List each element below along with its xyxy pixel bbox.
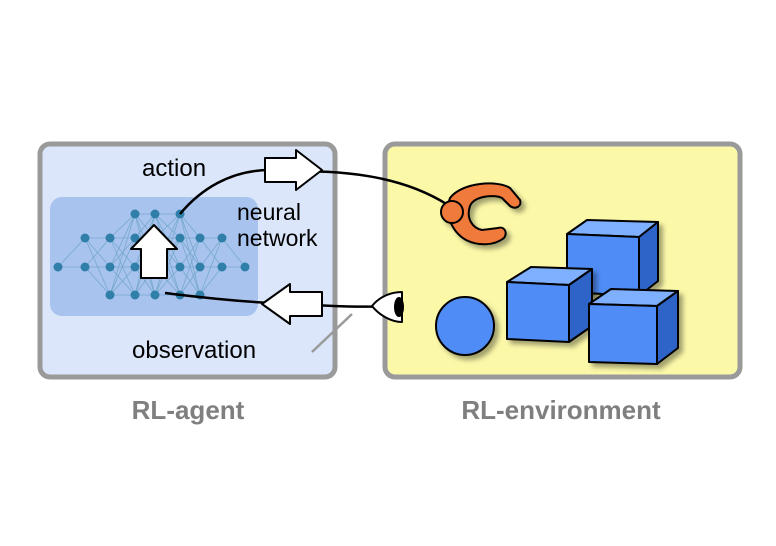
network-node (130, 209, 140, 219)
network-node (105, 233, 115, 243)
network-node (195, 262, 205, 272)
network-edge (221, 237, 246, 268)
neural-network-label-line1: neural (237, 199, 301, 225)
network-edge (109, 237, 136, 268)
network-node (150, 209, 160, 219)
eye-icon (371, 291, 404, 323)
network-node (150, 290, 160, 300)
network-node (130, 262, 140, 272)
network-edge (199, 237, 223, 268)
network-edge (179, 213, 201, 296)
network-node (175, 262, 185, 272)
network-edge (134, 213, 156, 239)
forward-pass-arrow-icon (130, 224, 178, 279)
cube-icon (588, 288, 679, 365)
network-node (175, 233, 185, 243)
network-edge (57, 237, 86, 268)
cube-icon (506, 266, 593, 343)
agent-caption: RL-agent (132, 395, 245, 425)
network-edge (109, 266, 136, 296)
network-edge (84, 266, 111, 296)
robot-gripper-icon (440, 182, 522, 246)
network-node (53, 262, 63, 272)
action-arrow-icon (264, 149, 323, 191)
network-node (130, 233, 140, 243)
network-edge (179, 237, 201, 296)
action-label: action (142, 155, 206, 182)
network-node (240, 262, 250, 272)
network-edge (84, 237, 111, 268)
network-edge (179, 237, 201, 268)
network-node (80, 262, 90, 272)
network-edge (199, 237, 223, 296)
network-node (80, 233, 90, 243)
network-edge (84, 237, 111, 296)
network-edge (154, 266, 181, 296)
observation-arrow-icon (261, 283, 323, 325)
network-node (217, 262, 227, 272)
observation-label: observation (132, 337, 256, 364)
network-node (105, 262, 115, 272)
network-edges (57, 213, 246, 296)
ball-icon (435, 296, 495, 356)
network-edge (179, 213, 201, 239)
network-edge (179, 213, 201, 268)
observation-callout-line (311, 313, 353, 353)
network-edge (109, 237, 136, 296)
environment-caption: RL-environment (461, 395, 661, 425)
network-edge (109, 213, 136, 239)
network-node (195, 233, 205, 243)
network-node (105, 290, 115, 300)
network-edge (199, 266, 223, 296)
network-edge (109, 213, 136, 296)
network-node (130, 290, 140, 300)
neural-network-label-line2: network (237, 225, 318, 251)
network-edge (179, 266, 201, 296)
network-edge (109, 213, 136, 268)
network-node (217, 233, 227, 243)
